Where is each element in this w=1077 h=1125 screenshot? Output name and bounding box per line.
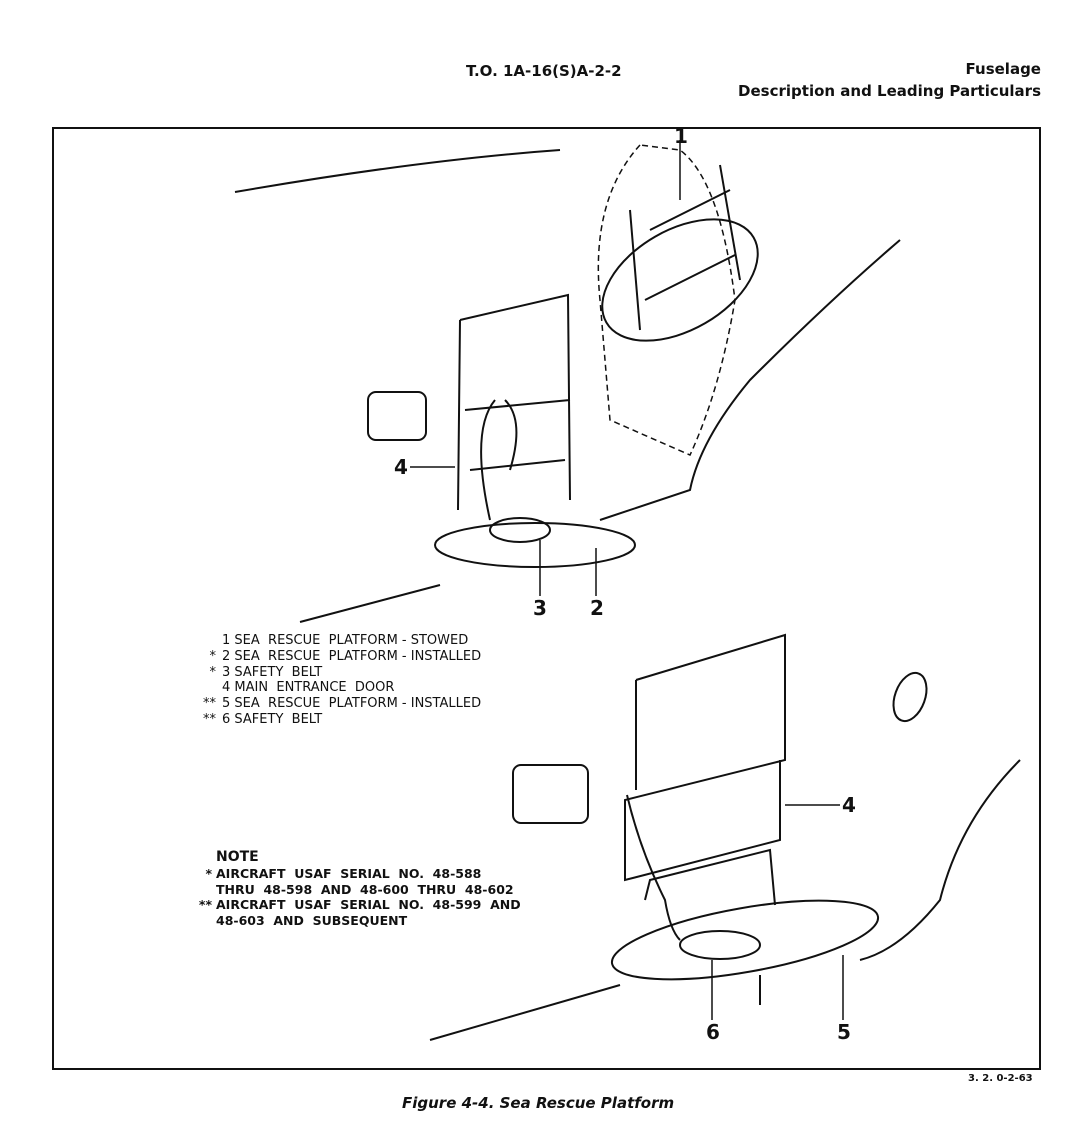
callout-6: 6 <box>706 1020 720 1044</box>
note-title: NOTE <box>216 849 259 865</box>
safety-belt-upper <box>480 399 518 521</box>
figure-frame <box>52 127 1041 1070</box>
callout-4-upper: 4 <box>394 455 408 479</box>
callout-2: 2 <box>590 596 604 620</box>
entrance-door-upper <box>457 293 571 511</box>
note-item-cont: 48-603 AND SUBSEQUENT <box>216 913 408 929</box>
detail-bubble <box>597 144 736 456</box>
porthole <box>892 671 928 723</box>
callout-1: 1 <box>674 124 688 148</box>
note-block: NOTE *AIRCRAFT USAF SERIAL NO. 48-588 TH… <box>196 849 521 929</box>
callout-3: 3 <box>533 596 547 620</box>
drawing-code: 3. 2. 0-2-63 <box>968 1073 1033 1084</box>
legend-item: **6 SAFETY BELT <box>203 711 323 727</box>
window-upper <box>367 391 427 441</box>
legend-item: *2 SEA RESCUE PLATFORM - INSTALLED <box>209 648 482 664</box>
fuselage-bottom-line-2 <box>429 984 621 1041</box>
fuselage-contour-upper <box>599 239 901 521</box>
note-item: *AIRCRAFT USAF SERIAL NO. 48-588 <box>205 865 482 881</box>
stowed-platform <box>601 218 759 342</box>
document-number: T.O. 1A-16(S)A-2-2 <box>466 62 622 80</box>
figure-caption: Figure 4-4. Sea Rescue Platform <box>402 1094 675 1112</box>
legend-item: 1 SEA RESCUE PLATFORM - STOWED <box>222 633 469 648</box>
fuselage-contour-lower <box>859 759 1021 961</box>
platform-lower <box>610 899 880 981</box>
section-title: Fuselage <box>965 60 1041 78</box>
entrance-door-lower <box>624 633 786 882</box>
legend-item: 4 MAIN ENTRANCE DOOR <box>222 680 395 696</box>
parts-legend: 1 SEA RESCUE PLATFORM - STOWED *2 SEA RE… <box>196 633 481 728</box>
fuselage-bottom-line <box>299 584 441 623</box>
window-lower <box>512 764 589 824</box>
subsection-title: Description and Leading Particulars <box>738 82 1041 100</box>
fuselage-top-line <box>234 149 561 193</box>
note-item-cont: THRU 48-598 AND 48-600 THRU 48-602 <box>216 881 514 897</box>
legend-item: *3 SAFETY BELT <box>209 664 323 680</box>
callout-4-lower: 4 <box>842 793 856 817</box>
platform-upper <box>434 522 636 568</box>
note-item: **AIRCRAFT USAF SERIAL NO. 48-599 AND <box>198 897 521 913</box>
callout-5: 5 <box>837 1020 851 1044</box>
safety-belt-lower <box>626 794 681 941</box>
legend-item: **5 SEA RESCUE PLATFORM - INSTALLED <box>203 696 482 712</box>
